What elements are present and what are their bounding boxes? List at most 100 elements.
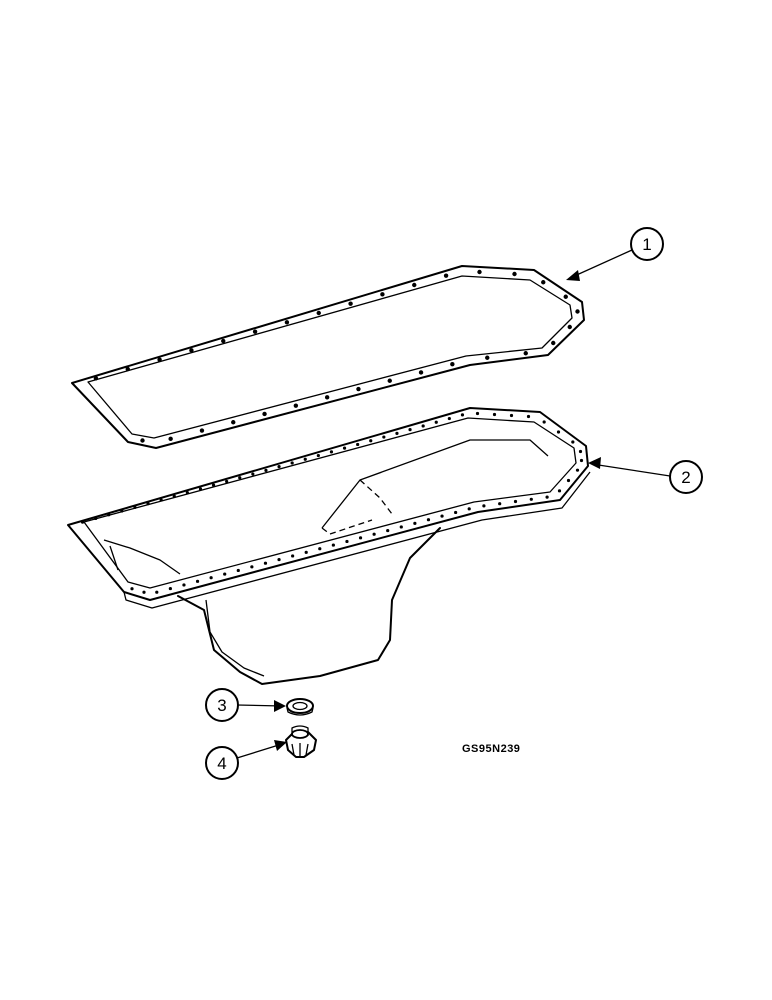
oil-pan-flange-hole [421, 424, 425, 428]
oil-pan-flange-hole [526, 414, 531, 419]
oil-pan-flange-hole [492, 412, 497, 417]
oil-pan-flange-hole [372, 532, 376, 536]
oil-pan-flange-hole [408, 428, 412, 432]
oil-pan-flange-hole [185, 490, 189, 495]
oil-pan-flange-hole [557, 489, 562, 493]
oil-pan-flange-hole [386, 528, 390, 533]
oil-pan-flange-hole [107, 513, 111, 517]
gasket-bolt-hole [512, 271, 517, 277]
oil-pan-flange-hole [556, 430, 561, 434]
gasket-bolt-hole [477, 269, 482, 275]
oil-pan-flange-hole [155, 590, 159, 594]
gasket-bolt-hole [485, 355, 490, 360]
gasket-bolt-hole [418, 370, 424, 375]
callout-3: 3 [205, 688, 286, 722]
oil-pan-flange-hole [290, 461, 294, 465]
oil-pan-flange-hole [447, 416, 451, 421]
gasket-bolt-holes [93, 269, 580, 443]
gasket-bolt-hole [348, 301, 353, 306]
oil-pan-flange-hole [329, 450, 334, 454]
gasket-bolt-hole [262, 411, 267, 417]
oil-pan-flange-hole [513, 499, 518, 504]
oil-pan-flange-hole [130, 587, 134, 591]
oil-pan-flange-hole [440, 514, 444, 518]
oil-pan-flange-hole [225, 479, 229, 484]
oil-pan-flange-hole [467, 507, 471, 511]
gasket-bolt-hole [443, 273, 449, 278]
callout-1: 1 [566, 227, 664, 281]
gasket-bolt-hole [93, 376, 99, 381]
oil-pan-flange-hole [263, 561, 268, 565]
oil-pan-flange-hole [303, 457, 307, 461]
oil-pan-flange-hole [304, 550, 308, 554]
oil-pan-flange-hole [382, 435, 386, 439]
oil-pan-flange-hole [159, 498, 163, 502]
oil-pan-flange-hole [542, 420, 546, 424]
oil-pan-flange-hole [211, 483, 216, 487]
oil-pan-flange-hole [172, 494, 176, 498]
oil-pan-flange-hole [529, 497, 533, 501]
callout-2-label: 2 [681, 468, 690, 487]
oil-pan-flange-hole [223, 572, 227, 576]
gasket-bolt-hole [551, 340, 556, 346]
oil-pan-flange-hole [509, 413, 514, 418]
oil-pan-flange-hole [566, 478, 571, 483]
callout-2: 2 [588, 457, 703, 494]
oil-pan-flange-hole [238, 476, 242, 480]
oil-pan-flange-hole [236, 568, 240, 573]
gasket-bolt-hole [252, 329, 258, 334]
oil-pan-flange-hole [395, 431, 399, 435]
gasket-bolt-hole [316, 310, 321, 316]
gasket-bolt-hole [293, 403, 299, 408]
gasket-bolt-hole [231, 420, 236, 425]
gasket-bolt-hole [189, 348, 194, 353]
callout-3-label: 3 [217, 696, 226, 715]
gasket-bolt-hole [567, 324, 572, 330]
oil-pan-flange-hole [94, 516, 98, 521]
oil-pan-flange-hole [80, 520, 85, 524]
oil-pan-flange-hole [434, 420, 438, 424]
oil-pan-flange-hole [475, 411, 480, 416]
oil-pan-flange-hole [356, 442, 360, 447]
gasket-bolt-hole [199, 428, 205, 433]
callout-4: 4 [205, 740, 287, 780]
oil-pan-flange-hole [369, 439, 373, 443]
oil-pan-flange-hole [198, 487, 203, 491]
oil-pan-flange-hole [251, 472, 255, 476]
oil-pan-flange-hole [579, 458, 584, 463]
drain-plug [285, 725, 317, 758]
oil-pan-flange-hole [182, 583, 186, 587]
gasket-bolt-hole [412, 282, 417, 288]
oil-pan-flange-hole [195, 579, 200, 583]
oil-pan-flange-hole [318, 547, 322, 551]
oil-pan-flange-hole [264, 468, 268, 472]
oil-pan-flange-hole [578, 449, 583, 454]
oil-pan-flange-hole [460, 413, 465, 417]
oil-pan-flange-hole [250, 565, 254, 569]
gasket-bolt-hole [387, 378, 392, 383]
oil-pan-flange-hole [358, 536, 363, 540]
oil-pan-flange-hole [209, 576, 213, 580]
oil-pan-flange-hole [133, 505, 137, 509]
gasket-bolt-hole [140, 438, 145, 443]
oil-pan-flange-hole [142, 590, 146, 594]
oil-pan-flange-hole [277, 465, 281, 469]
gasket-bolt-hole [380, 292, 385, 297]
oil-pan [67, 407, 591, 685]
oil-pan-flange-hole [120, 509, 124, 513]
callout-1-label: 1 [642, 235, 651, 254]
oil-pan-flange-hole [482, 504, 486, 508]
oil-pan-flange-bolt-holes [80, 411, 584, 594]
gasket-bolt-hole [284, 320, 290, 325]
gasket-bolt-hole [575, 309, 580, 314]
callout-4-label: 4 [217, 754, 226, 773]
oil-pan-flange-hole [168, 586, 172, 591]
gasket-bolt-hole [450, 361, 455, 367]
drain-plug-washer [286, 698, 314, 716]
oil-pan-flange-hole [316, 453, 320, 458]
oil-pan-flange-hole [342, 446, 347, 450]
gasket-bolt-hole [221, 338, 226, 344]
oil-pan-flange-hole [426, 518, 431, 522]
gasket-bolt-hole [168, 436, 173, 442]
